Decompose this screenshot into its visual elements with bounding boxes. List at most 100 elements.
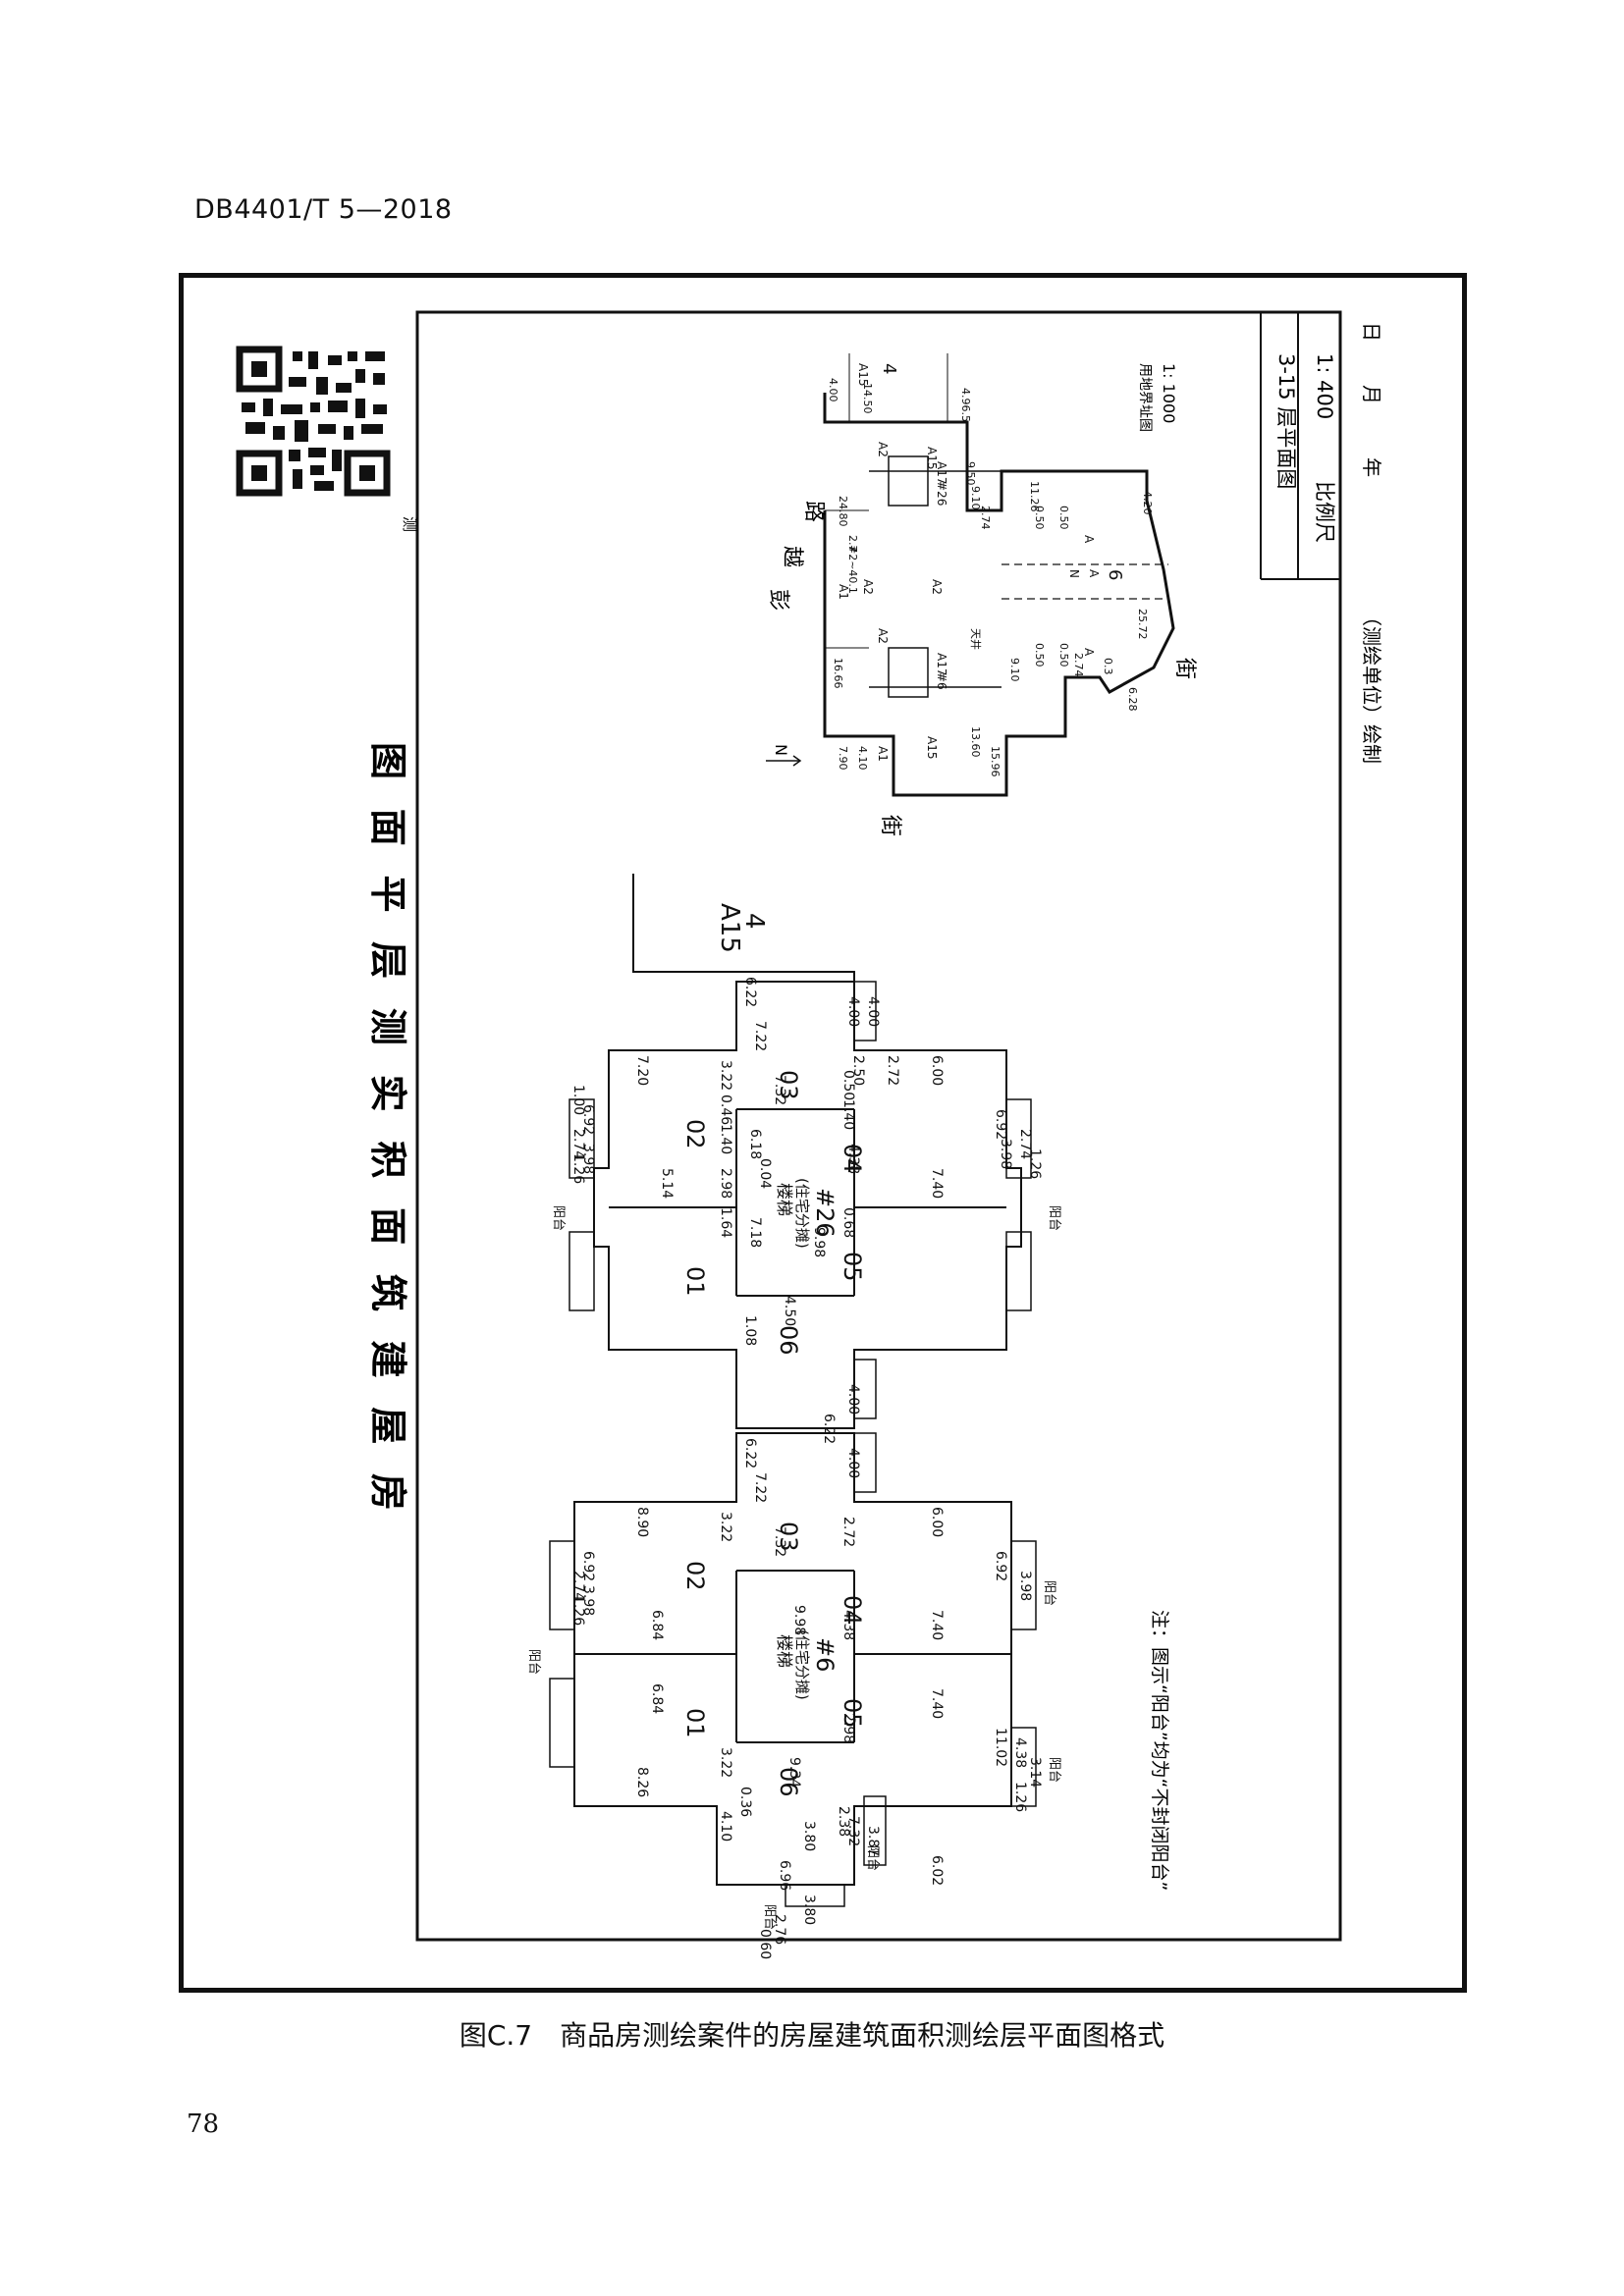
south-dimension: 1.26 — [1012, 1782, 1028, 1812]
south-balcony-label: 阳台 — [1047, 1757, 1061, 1783]
south-dimension: 3.87 — [865, 1826, 881, 1856]
locator-dimension: 7.90 — [837, 746, 849, 771]
south-dimension: 7.22 — [752, 1472, 768, 1503]
locator-building-label: A15 — [925, 736, 939, 759]
south-balcony-label: 阳台 — [762, 1904, 777, 1930]
drawing-title-char: 房 — [366, 1473, 409, 1511]
north-core-id: #26 — [811, 1188, 839, 1238]
north-dimension: 0.50 — [840, 1070, 856, 1100]
maker-label: （测绘单位）绘制 — [1360, 607, 1383, 764]
date-month: 月 — [1360, 385, 1383, 404]
south-dimension: 8.90 — [634, 1507, 650, 1537]
south-unit-label: 05 — [839, 1698, 866, 1729]
locator-dimension: #2~40.1 — [846, 545, 859, 594]
north-dimension: 3.98 — [580, 1144, 596, 1174]
north-dimension: 2.74 — [570, 1129, 586, 1159]
south-building-block — [549, 1432, 1037, 1907]
locator-dimension: 2.74 — [1072, 653, 1085, 677]
locator-building-label: A15 — [856, 363, 870, 386]
land-use-scale: 1: 1000 — [1160, 363, 1178, 423]
south-dimension: 0.60 — [757, 1929, 773, 1959]
south-dimension: 7.32 — [772, 1526, 787, 1557]
north-dimension: 6.22 — [742, 977, 758, 1007]
south-balcony-label: 阳台 — [526, 1649, 541, 1675]
locator-building-label: A — [1087, 569, 1101, 578]
locator-dimension: 25.72 — [1136, 609, 1149, 640]
site-locator-plan — [766, 353, 1175, 797]
south-dimension: 0.36 — [737, 1787, 753, 1817]
north-dimension: 2.50 — [850, 1055, 866, 1086]
drawing-title-char: 积 — [366, 1141, 409, 1178]
locator-building-label: #26 — [935, 481, 948, 506]
locator-dimension: 11.26 — [1028, 481, 1041, 512]
north-dimension: 7.18 — [747, 1217, 763, 1248]
locator-building-label: N — [1067, 569, 1081, 578]
north-dimension: 7.40 — [929, 1168, 945, 1199]
south-dimension: 3.98 — [580, 1585, 596, 1616]
locator-dimension: 0.50 — [1057, 506, 1070, 530]
north-label: N — [772, 744, 790, 756]
locator-dimension: 14.50 — [861, 383, 874, 414]
south-core-label: 楼梯 — [774, 1634, 793, 1668]
north-core-label: 楼梯 — [774, 1183, 793, 1216]
locator-building-label: A — [1082, 648, 1096, 657]
north-unit-label: 01 — [681, 1266, 709, 1297]
south-dimension: 3.80 — [801, 1895, 817, 1925]
locator-dimension: 天井 — [969, 628, 983, 650]
scale-label: 比例尺 — [1313, 481, 1336, 543]
qr-note: 测 — [401, 516, 419, 532]
locator-dimension: 4.00 — [827, 378, 839, 402]
road-label-3: 路 — [801, 501, 826, 522]
south-dimension: 6.96 — [777, 1860, 792, 1891]
south-dimension: 4.38 — [1012, 1737, 1028, 1768]
road-label-1: 彭 — [766, 589, 790, 611]
drawing-title-char: 测 — [366, 1008, 409, 1045]
locator-dimension: 6.28 — [1126, 687, 1139, 712]
locator-building-label: A1 — [876, 746, 890, 762]
drawing-title-char: 面 — [366, 809, 409, 846]
south-dimension: 3.14 — [1027, 1757, 1043, 1788]
locator-dimension: 2.74 — [979, 506, 992, 530]
south-dimension: 3.98 — [1017, 1571, 1033, 1601]
south-dimension: 6.00 — [929, 1507, 945, 1537]
inner-frame — [415, 310, 1342, 1942]
north-dimension: 1.40 — [718, 1124, 733, 1154]
standard-code: DB4401/T 5—2018 — [194, 194, 453, 225]
floor-label: 3-15 层平面图 — [1274, 353, 1298, 489]
north-dimension: 6.18 — [747, 1129, 763, 1159]
south-unit-label: 02 — [681, 1561, 709, 1591]
north-dimension: 4.38 — [845, 1144, 861, 1174]
plan-labels: A154楼梯(住宅分摊)#26010203040506阳台阳台6.227.224… — [526, 903, 1061, 1959]
north-ref-building: A15 — [715, 903, 744, 953]
north-dimension: 3.98 — [998, 1139, 1013, 1169]
south-dimension: 6.84 — [649, 1683, 665, 1714]
south-dimension: 9.98 — [791, 1605, 807, 1635]
date-day: 日 — [1360, 322, 1383, 342]
south-dimension: 6.84 — [649, 1610, 665, 1640]
south-core-sub: (住宅分摊) — [793, 1629, 811, 1700]
north-dimension: 2.74 — [1017, 1129, 1033, 1159]
figure-caption: 图C.7 商品房测绘案件的房屋建筑面积测绘层平面图格式 — [459, 2019, 1165, 2052]
title-block: 3-15 层平面图 1: 400 比例尺 日 月 年 （测绘单位）绘制 — [1260, 312, 1383, 764]
locator-building-label: A2 — [876, 628, 890, 644]
south-dimension: 2.76 — [772, 1914, 787, 1945]
balcony-note: 注：图示“阳台”均为“不封闭阳台” — [1149, 1610, 1170, 1891]
south-dimension: 3.22 — [718, 1512, 733, 1542]
north-dimension: 2.98 — [718, 1168, 733, 1199]
qr-code — [236, 346, 391, 497]
north-dimension: 7.20 — [634, 1055, 650, 1086]
south-balcony-label: 阳台 — [1042, 1580, 1056, 1606]
south-dimension: 6.92 — [993, 1551, 1008, 1581]
locator-dimension: 9.10 — [1008, 658, 1021, 682]
north-dimension: 1.26 — [1027, 1148, 1043, 1179]
locator-dimension: 16.66 — [832, 658, 844, 689]
north-ref-number: 4 — [739, 913, 769, 930]
date-year: 年 — [1360, 457, 1383, 477]
north-core-sub: (住宅分摊) — [793, 1178, 811, 1249]
north-dimension: 9.98 — [811, 1227, 827, 1257]
north-dimension: 1.00 — [570, 1085, 586, 1115]
drawing-title-char: 建 — [366, 1341, 409, 1378]
north-dimension: 4.00 — [865, 996, 881, 1027]
drawing-frame — [179, 273, 1467, 1993]
